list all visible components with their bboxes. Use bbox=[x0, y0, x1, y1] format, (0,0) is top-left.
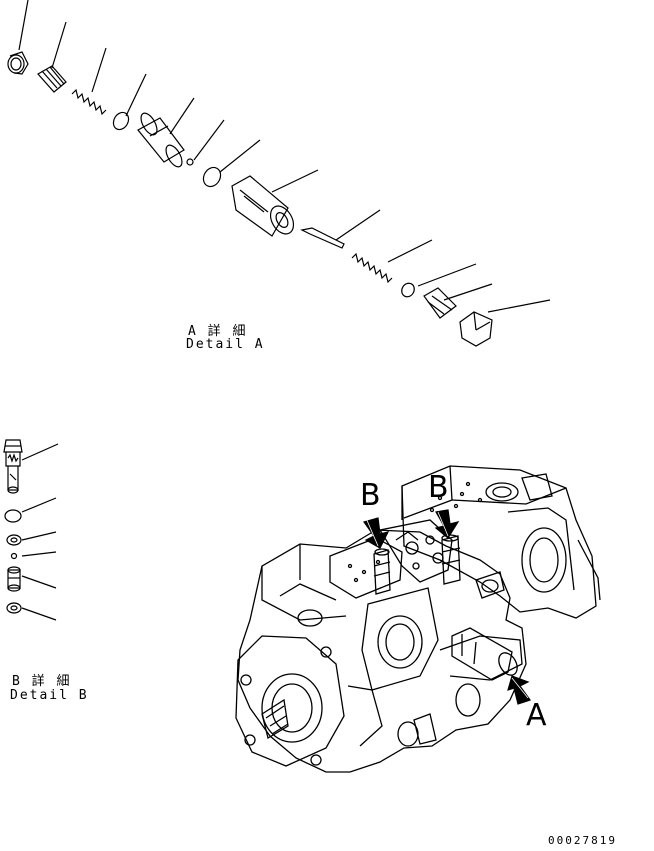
detail-a-title-ja: A 詳 細 bbox=[188, 324, 248, 339]
washer-b-1 bbox=[7, 535, 21, 545]
callout-label-a: A bbox=[526, 698, 547, 733]
callout-arrow-b-left bbox=[364, 518, 388, 548]
detail-b-exploded-view bbox=[4, 440, 58, 620]
callout-label-b-right: B bbox=[428, 470, 449, 505]
detail-b-leader-lines bbox=[22, 444, 58, 620]
pump-assembly bbox=[236, 466, 600, 772]
detail-a-title-en: Detail A bbox=[186, 337, 265, 352]
o-ring-part-3 bbox=[399, 281, 416, 299]
fitting-bolt-part bbox=[4, 440, 22, 493]
spring-part-1 bbox=[72, 90, 106, 114]
detail-a-exploded-view bbox=[8, 0, 550, 346]
callout-arrow-a bbox=[508, 676, 530, 704]
o-ring-b-1 bbox=[5, 510, 21, 522]
valve-a bbox=[452, 628, 521, 680]
drawing-number: 00027819 bbox=[548, 834, 617, 847]
callout-label-b-left: B bbox=[360, 478, 381, 513]
ball-b bbox=[12, 554, 17, 559]
detail-b-title-ja: B 詳 細 bbox=[12, 674, 72, 689]
detail-b-title-en: Detail B bbox=[10, 688, 89, 703]
cap-part bbox=[8, 52, 28, 74]
sleeve-part bbox=[138, 111, 185, 170]
pin-arrow-part bbox=[302, 228, 344, 248]
callout-arrow-b-right bbox=[436, 510, 458, 538]
o-ring-part-2 bbox=[200, 164, 224, 189]
washer-b-2 bbox=[7, 603, 21, 613]
valve-b-left bbox=[374, 549, 390, 594]
plug-part-2 bbox=[424, 288, 456, 318]
ball-part bbox=[187, 159, 193, 165]
plug-part bbox=[38, 66, 66, 92]
detail-a-leader-lines bbox=[19, 0, 550, 312]
valve-b-right bbox=[442, 535, 460, 584]
spring-part-2 bbox=[352, 254, 392, 282]
sleeve-b bbox=[8, 567, 20, 591]
o-ring-part-1 bbox=[110, 110, 131, 133]
valve-body-part bbox=[232, 176, 298, 238]
nut-part bbox=[460, 312, 492, 346]
